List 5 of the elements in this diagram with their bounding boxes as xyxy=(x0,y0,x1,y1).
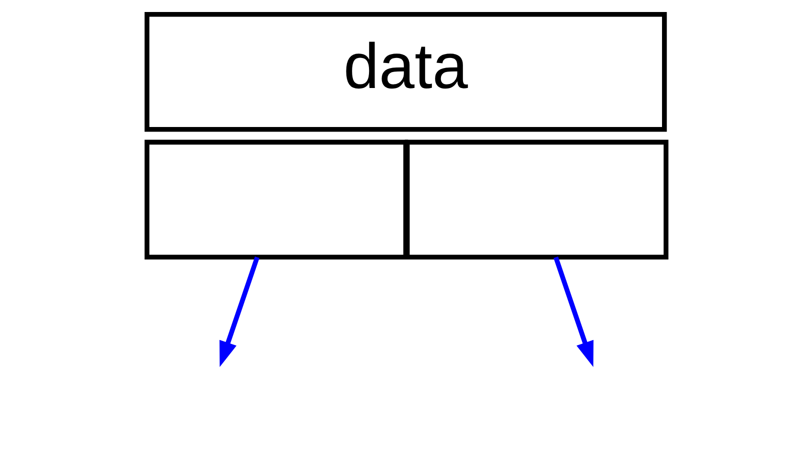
arrow xyxy=(219,256,259,368)
node-box xyxy=(404,140,668,260)
arrow xyxy=(553,256,593,368)
node-box xyxy=(144,140,408,260)
node-box: data xyxy=(144,12,666,132)
